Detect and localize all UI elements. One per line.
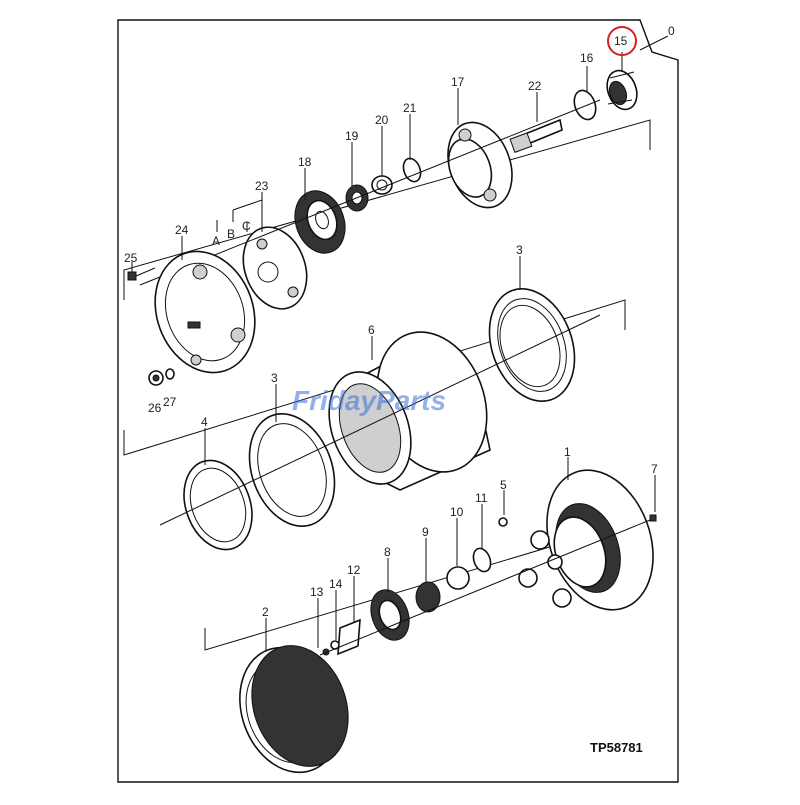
label-16: 16 [580,51,594,65]
label-19: 19 [345,129,359,143]
label-7: 7 [651,462,658,476]
label-12: 12 [347,563,361,577]
label-C: C [242,219,251,233]
label-21: 21 [403,101,417,115]
label-13: 13 [310,585,324,599]
part-2-seal [239,645,349,774]
watermark-logo: FridayParts [292,385,446,416]
label-0: 0 [668,24,675,38]
part-22-shaft [509,118,563,153]
label-20: 20 [375,113,389,127]
part-27-seal [165,368,175,380]
leader-0 [639,35,669,51]
label-3-lower: 3 [271,371,278,385]
part-16-ring [573,89,597,121]
part-11-washer [472,547,492,573]
label-18: 18 [298,155,312,169]
part-18-gear [294,190,346,254]
part-4-lock-plate [183,459,253,551]
upper-group-outline [123,119,651,300]
part-5-pin [498,517,508,527]
label-11: 11 [475,491,488,505]
label-24: 24 [175,223,189,237]
part-23-plate [242,226,308,310]
part-3-bearing-lower [248,413,336,527]
label-6: 6 [368,323,375,337]
part-17-carrier [447,121,513,209]
label-A: A [212,234,220,248]
label-8: 8 [384,545,391,559]
axis-line-bottom [319,519,651,656]
axis-line-middle [159,314,601,526]
part-6-housing [328,331,491,491]
part-3-bearing-upper [488,288,576,402]
label-26: 26 [148,401,162,415]
label-9: 9 [422,525,429,539]
label-B: B [227,227,235,241]
part-12-shaft [337,618,361,656]
drawing-number: TP58781 [590,740,643,755]
label-27: 27 [163,395,177,409]
part-24-cover [154,250,256,374]
leader-lines [131,52,656,650]
label-14: 14 [329,577,343,591]
label-25: 25 [124,251,138,265]
part-7-bolt [649,514,657,522]
label-4: 4 [201,415,208,429]
label-23: 23 [255,179,269,193]
part-21-washer [402,157,422,183]
part-8-gear [370,589,410,641]
axis-line-top [139,99,601,286]
label-2: 2 [262,605,269,619]
label-5: 5 [500,478,507,492]
part-1-hub [518,469,654,611]
part-9-needle-bearing [415,581,441,613]
label-17: 17 [451,75,465,89]
label-22: 22 [528,79,542,93]
label-1: 1 [564,445,571,459]
part-26-plug [148,370,164,386]
diagram-frame [117,19,679,783]
part-10-sleeve [446,566,470,590]
label-3-upper: 3 [516,243,523,257]
highlight-ring-15 [607,26,637,56]
label-15: 15 [614,34,628,48]
part-15-bearing [606,69,638,111]
label-10: 10 [450,505,464,519]
